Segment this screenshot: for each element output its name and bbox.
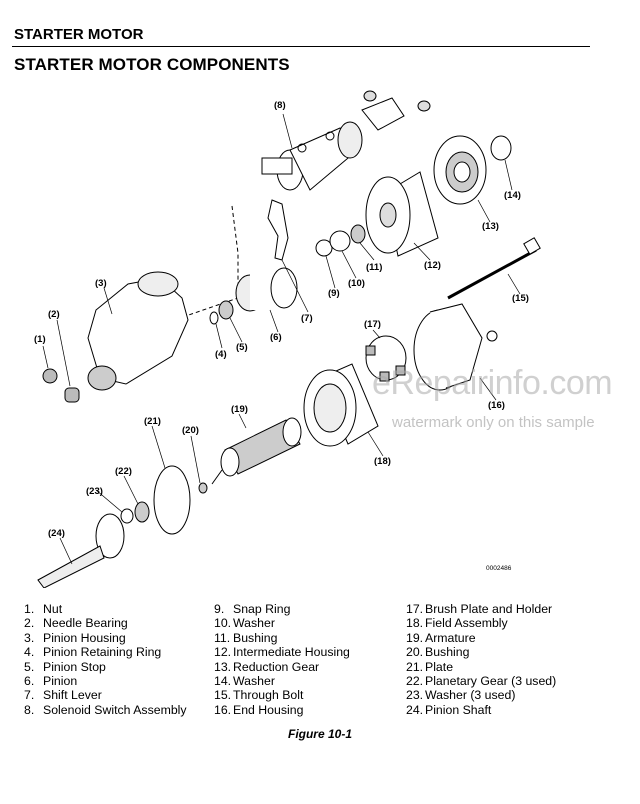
- legend-item: 20.Bushing: [406, 645, 470, 660]
- washer-part-14: [490, 135, 512, 161]
- legend-item: 23.Washer (3 used): [406, 688, 516, 703]
- callout-14: (14): [504, 190, 521, 201]
- legend-item: 22.Planetary Gear (3 used): [406, 674, 557, 689]
- bushing-part-11: [350, 224, 366, 244]
- legend-item: 6.Pinion: [24, 674, 78, 689]
- pinion-shaft-part: [37, 513, 125, 588]
- callout-3: (3): [95, 278, 107, 289]
- section-header-title: STARTER MOTOR: [14, 26, 144, 43]
- pinion-part: [235, 267, 298, 312]
- figure-caption: Figure 10-1: [287, 727, 353, 741]
- washer-part-23: [120, 508, 134, 524]
- washer-part-10: [329, 230, 351, 252]
- legend-item: 13.Reduction Gear: [214, 659, 320, 674]
- nut-part: [42, 368, 58, 384]
- callout-6: (6): [270, 332, 282, 343]
- callout-20: (20): [182, 425, 199, 436]
- legend-item: 16.End Housing: [214, 702, 304, 717]
- pinion-retaining-ring-part: [209, 311, 219, 325]
- callout-24: (24): [48, 528, 65, 539]
- solenoid-switch-part: [261, 121, 363, 191]
- pinion-housing-part: [87, 271, 189, 391]
- assembly-dashed-line: [179, 205, 239, 319]
- page-title: STARTER MOTOR COMPONENTS: [14, 55, 290, 74]
- legend-item: 2.Needle Bearing: [24, 616, 128, 631]
- callout-7: (7): [301, 313, 313, 324]
- legend-item: 8.Solenoid Switch Assembly: [24, 702, 187, 717]
- watermark-note: watermark only on this sample: [392, 414, 595, 431]
- solenoid-nuts-part: [361, 90, 431, 131]
- callout-1: (1): [34, 334, 46, 345]
- legend-item: 1.Nut: [24, 602, 63, 616]
- callout-12: (12): [424, 260, 441, 271]
- parts-legend: 1.Nut 2.Needle Bearing 3.Pinion Housing …: [24, 602, 624, 717]
- callout-22: (22): [115, 466, 132, 477]
- callout-16: (16): [488, 400, 505, 411]
- callout-2: (2): [48, 309, 60, 320]
- legend-item: 7.Shift Lever: [24, 688, 102, 703]
- leader-lines: [42, 113, 521, 565]
- legend-item: 19.Armature: [406, 630, 476, 645]
- legend-item: 10.Washer: [214, 616, 275, 631]
- legend-item: 15.Through Bolt: [214, 688, 304, 703]
- legend-item: 11.Bushing: [214, 630, 278, 645]
- legend-column-1: 1.Nut 2.Needle Bearing 3.Pinion Housing …: [24, 602, 214, 717]
- legend-item: 21.Plate: [406, 659, 454, 674]
- legend-item: 18.Field Assembly: [406, 616, 508, 631]
- legend-item: 17.Brush Plate and Holder: [406, 602, 553, 616]
- plate-part: [153, 465, 191, 535]
- legend-item: 24.Pinion Shaft: [406, 702, 492, 717]
- intermediate-housing-part: [365, 171, 439, 257]
- legend-item: 3.Pinion Housing: [24, 630, 126, 645]
- callout-21: (21): [144, 416, 161, 427]
- snap-ring-part: [315, 239, 333, 257]
- callout-18: (18): [374, 456, 391, 467]
- callout-15: (15): [512, 293, 529, 304]
- exploded-parts-diagram: (1) (2) (3) (4) (5) (6) (7) (8) (9) (10)…: [34, 90, 541, 588]
- callout-labels: (1) (2) (3) (4) (5) (6) (7) (8) (9) (10)…: [34, 100, 529, 539]
- callout-4: (4): [215, 349, 227, 360]
- callout-10: (10): [348, 278, 365, 289]
- legend-item: 4.Pinion Retaining Ring: [24, 645, 162, 660]
- pinion-stop-part: [218, 300, 234, 320]
- callout-11: (11): [366, 262, 382, 273]
- legend-column-2: 9.Snap Ring 10.Washer 11.Bushing 12.Inte…: [214, 602, 406, 717]
- through-bolt-head: [523, 237, 541, 255]
- legend-item: 5.Pinion Stop: [24, 659, 106, 674]
- through-bolt-part: [447, 248, 537, 300]
- shift-lever-part: [267, 199, 289, 261]
- watermark-site: eRepairinfo.com: [372, 364, 613, 402]
- callout-17: (17): [364, 319, 381, 330]
- callout-19: (19): [231, 404, 248, 415]
- callout-23: (23): [86, 486, 103, 497]
- field-assembly-part: [303, 363, 379, 447]
- drawing-code: 0002486: [486, 565, 512, 572]
- callout-9: (9): [328, 288, 340, 299]
- legend-column-3: 17.Brush Plate and Holder 18.Field Assem…: [406, 602, 616, 717]
- callout-5: (5): [236, 342, 248, 353]
- callout-13: (13): [482, 221, 499, 232]
- legend-item: 9.Snap Ring: [214, 602, 291, 616]
- brush-plate-part: [365, 335, 407, 382]
- bushing-part-20: [198, 482, 208, 494]
- reduction-gear-part: [433, 135, 487, 205]
- legend-item: 12.Intermediate Housing: [214, 645, 350, 660]
- callout-8: (8): [274, 100, 286, 111]
- section-header: STARTER MOTOR: [12, 24, 590, 47]
- planetary-gear-part: [134, 501, 150, 523]
- needle-bearing-part: [64, 387, 80, 403]
- end-housing-part: [413, 303, 498, 391]
- legend-item: 14.Washer: [214, 674, 275, 689]
- armature-part: [211, 417, 302, 485]
